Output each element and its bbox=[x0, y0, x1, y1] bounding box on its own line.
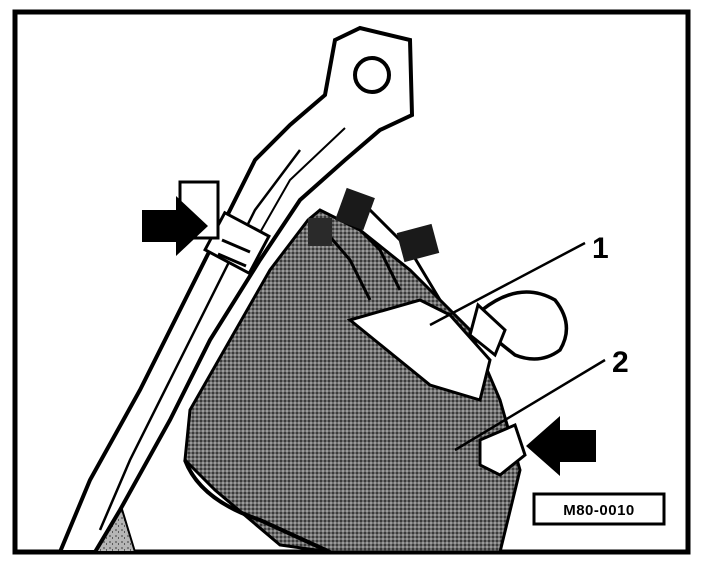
reference-code-box bbox=[532, 492, 666, 526]
callout-1-leader bbox=[429, 241, 586, 327]
reference-code: M80-0010 bbox=[563, 502, 635, 519]
connector-c bbox=[308, 218, 332, 246]
callout-2-label: 2 bbox=[612, 346, 629, 379]
housing-rim bbox=[183, 459, 331, 554]
connector-b bbox=[396, 223, 440, 263]
retaining-clip bbox=[478, 422, 527, 477]
mounting-bracket bbox=[57, 25, 415, 554]
connector-a bbox=[335, 187, 375, 231]
arrow-right bbox=[526, 416, 596, 476]
bracket-edge-line bbox=[98, 149, 301, 531]
callout-2-leader bbox=[454, 358, 606, 452]
arrow-left bbox=[142, 196, 208, 256]
lamp-collar bbox=[468, 302, 507, 358]
callout-1-label: 1 bbox=[592, 232, 609, 265]
bracket-mounting-hole bbox=[353, 56, 391, 94]
lamp-unit bbox=[346, 298, 492, 402]
lamp-bulb bbox=[479, 290, 569, 361]
filter-housing bbox=[183, 208, 522, 554]
bracket-edge-line-2 bbox=[249, 127, 346, 251]
bracket-clip-slot bbox=[217, 238, 251, 268]
